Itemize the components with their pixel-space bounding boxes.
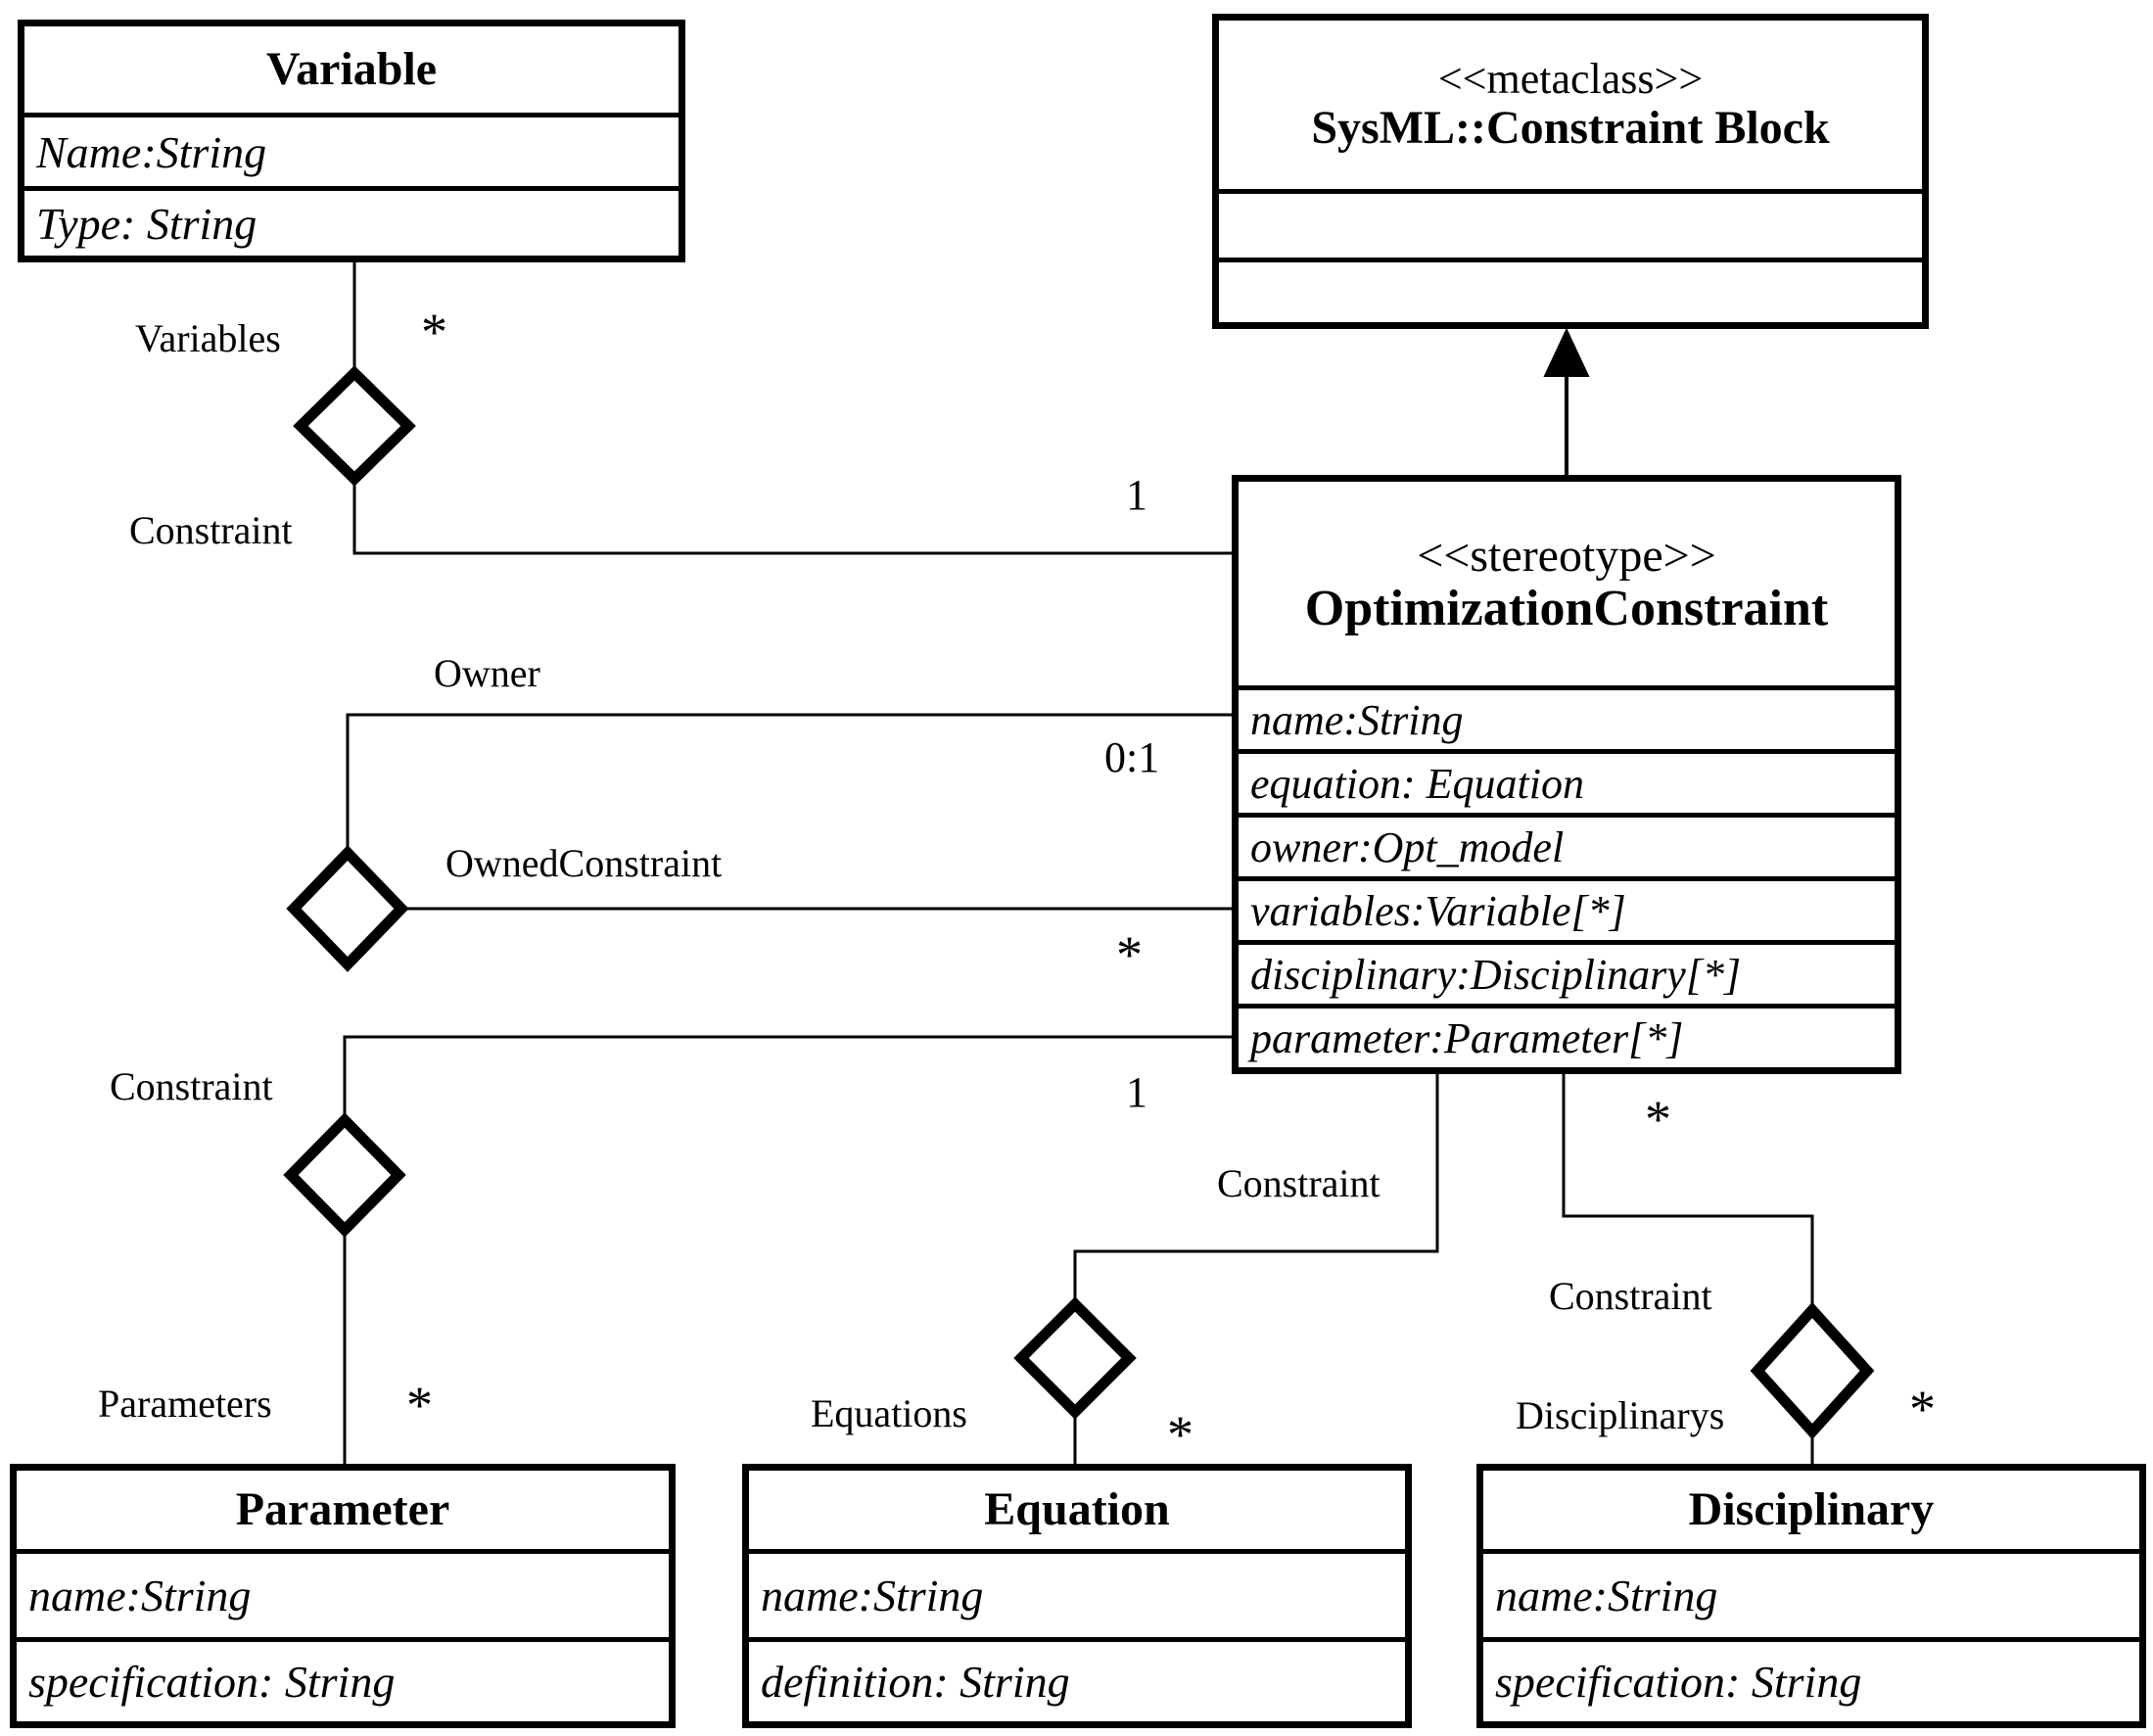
attribute-row: owner:Opt_model — [1239, 813, 1895, 876]
attribute-row: parameter:Parameter[*] — [1239, 1004, 1895, 1067]
multiplicity-label: * — [1909, 1380, 1936, 1438]
attribute-row: equation: Equation — [1239, 749, 1895, 813]
class-title-text: Disciplinary — [1688, 1483, 1935, 1536]
class-title-text: OptimizationConstraint — [1304, 580, 1829, 636]
equation-association-line — [1073, 1074, 1439, 1304]
role-label-owner: Owner — [434, 651, 540, 695]
attribute-row: name:String — [1239, 685, 1895, 749]
role-label-constraint: Constraint — [110, 1064, 273, 1108]
role-label-constraint: Constraint — [1217, 1161, 1381, 1205]
multiplicity-label: 1 — [1126, 471, 1147, 519]
role-label-constraint: Constraint — [129, 508, 293, 552]
class-title-text: Parameter — [235, 1483, 450, 1536]
multiplicity-label: 0:1 — [1104, 733, 1160, 781]
attribute-row: variables:Variable[*] — [1239, 876, 1895, 940]
class-box-variable: Variable Name:String Type: String — [18, 20, 685, 262]
class-title: Parameter — [17, 1471, 669, 1549]
class-title: <<stereotype>> OptimizationConstraint — [1239, 482, 1895, 685]
attribute-row: specification: String — [1483, 1637, 2139, 1721]
class-title-text: Equation — [984, 1483, 1170, 1536]
stereotype-keyword: <<metaclass>> — [1437, 55, 1704, 104]
empty-compartment — [1219, 258, 1922, 322]
role-label-owned-constraint: OwnedConstraint — [445, 841, 723, 885]
class-box-metaclass: <<metaclass>> SysML::Constraint Block — [1212, 14, 1929, 329]
attribute-row: definition: String — [749, 1637, 1405, 1721]
disciplinary-aggregation-diamond — [1750, 1301, 1875, 1440]
equation-aggregation-diamond — [1013, 1296, 1137, 1420]
parameter-aggregation-diamond — [283, 1112, 406, 1238]
stereotype-keyword: <<stereotype>> — [1417, 530, 1716, 582]
disciplinary-association-line — [1562, 1074, 1814, 1310]
multiplicity-label: * — [1645, 1090, 1671, 1149]
role-label-variables: Variables — [135, 316, 281, 360]
multiplicity-label: 1 — [1126, 1068, 1147, 1116]
class-box-equation: Equation name:String definition: String — [742, 1464, 1412, 1728]
attribute-row: disciplinary:Disciplinary[*] — [1239, 940, 1895, 1004]
attribute-row: name:String — [17, 1549, 669, 1637]
class-title: <<metaclass>> SysML::Constraint Block — [1219, 21, 1922, 189]
class-title-text: Variable — [265, 43, 438, 96]
generalization-arrow-icon — [1543, 327, 1590, 377]
class-title: Variable — [24, 26, 679, 113]
class-box-disciplinary: Disciplinary name:String specification: … — [1476, 1464, 2146, 1728]
owner-aggregation-diamond — [286, 845, 409, 972]
multiplicity-label: * — [1116, 925, 1143, 984]
parameter-association-line — [343, 1035, 1232, 1120]
attribute-row: Name:String — [24, 113, 679, 186]
attribute-row: Type: String — [24, 186, 679, 256]
variable-aggregation-diamond — [293, 365, 416, 487]
class-box-optimization-constraint: <<stereotype>> OptimizationConstraint na… — [1232, 475, 1901, 1074]
role-label-parameters: Parameters — [98, 1382, 272, 1426]
multiplicity-label: * — [1167, 1405, 1194, 1464]
class-title: Equation — [749, 1471, 1405, 1549]
empty-compartment — [1219, 189, 1922, 258]
owner-association-line — [346, 713, 1232, 853]
variable-association-line — [352, 479, 1232, 555]
attribute-row: name:String — [749, 1549, 1405, 1637]
role-label-equations: Equations — [811, 1391, 967, 1435]
multiplicity-label: * — [421, 303, 447, 361]
attribute-row: name:String — [1483, 1549, 2139, 1637]
role-label-constraint: Constraint — [1549, 1274, 1712, 1318]
class-box-parameter: Parameter name:String specification: Str… — [10, 1464, 676, 1728]
multiplicity-label: * — [406, 1376, 433, 1434]
class-title: Disciplinary — [1483, 1471, 2139, 1549]
role-label-disciplinarys: Disciplinarys — [1516, 1393, 1725, 1437]
attribute-row: specification: String — [17, 1637, 669, 1721]
class-title-text: SysML::Constraint Block — [1311, 101, 1830, 154]
